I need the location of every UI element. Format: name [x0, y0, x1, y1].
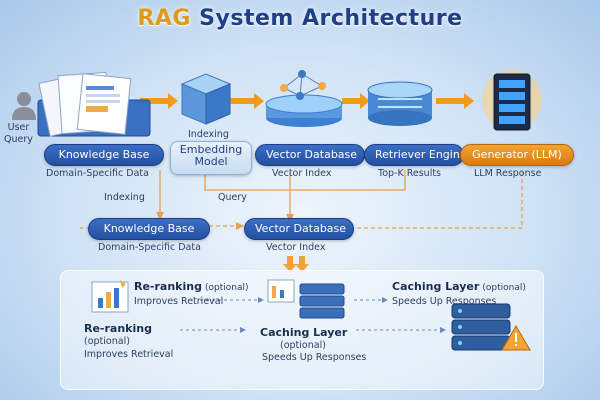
caching-sub: Speeds Up Responses	[392, 296, 497, 307]
down-arrows	[283, 256, 309, 272]
query-connector	[204, 170, 406, 191]
arrow-retriever-to-llm	[436, 93, 474, 109]
caching-title: Caching Layer	[392, 280, 480, 293]
knowledge-base-node: Knowledge Base	[44, 144, 164, 166]
user-query-label: User Query	[4, 122, 33, 145]
middle-query-label: Query	[218, 192, 247, 203]
reranking-sub: Improves Retrieval	[134, 296, 224, 307]
reranking-title-row: Re-ranking (optional)	[134, 280, 249, 293]
caching2-optional: (optional)	[280, 340, 326, 351]
embedding-model-node: Embedding Model	[170, 141, 252, 175]
middle-knowledge-base-node: Knowledge Base	[88, 218, 210, 240]
bottom-arrowheads	[240, 297, 446, 333]
generator-llm-sub: LLM Response	[474, 168, 542, 179]
middle-indexing-label: Indexing	[104, 192, 145, 203]
arrow-kb-to-embed	[140, 93, 178, 109]
arrow-embed-to-vdb	[226, 93, 264, 109]
caching-title-row: Caching Layer (optional)	[392, 280, 526, 293]
reranking-chart-icon	[91, 280, 129, 313]
vector-database-icon	[265, 70, 343, 127]
reranking2-sub: Improves Retrieval	[84, 349, 174, 360]
retriever-engine-icon	[367, 81, 433, 126]
caching2-title: Caching Layer	[260, 326, 348, 339]
llm-return-connector	[352, 172, 523, 229]
documents-icon	[37, 71, 151, 137]
top-indexing-label: Indexing	[188, 129, 229, 140]
bottom-dashed-arrows	[180, 299, 440, 331]
user-icon	[12, 92, 36, 120]
caching-stack-icon	[267, 279, 345, 319]
top-arrows	[140, 93, 474, 109]
middle-knowledge-base-sub: Domain-Specific Data	[98, 242, 201, 253]
reranking2-optional: (optional)	[84, 336, 130, 347]
diagram-title: RAG System Architecture	[0, 6, 600, 31]
generator-llm-node: Generator (LLM)	[460, 144, 574, 166]
reranking-optional: (optional)	[205, 283, 249, 293]
server-warning-icon	[451, 303, 531, 351]
retriever-engine-sub: Top-K Results	[378, 168, 442, 179]
llm-server-icon	[482, 70, 542, 131]
title-accent: RAG	[137, 6, 191, 31]
reranking-title: Re-ranking	[134, 280, 202, 293]
embedding-cube-icon	[180, 73, 232, 125]
middle-vector-database-sub: Vector Index	[266, 242, 326, 253]
caching2-sub: Speeds Up Responses	[262, 352, 367, 363]
knowledge-base-sub: Domain-Specific Data	[46, 168, 149, 179]
middle-vector-database-node: Vector Database	[244, 218, 354, 240]
reranking2-title: Re-ranking	[84, 322, 152, 335]
vector-database-sub: Vector Index	[272, 168, 332, 179]
arrow-vdb-to-retriever	[342, 93, 370, 109]
title-rest: System Architecture	[191, 6, 463, 31]
caching-optional: (optional)	[482, 283, 526, 293]
retriever-engine-node: Retriever Engine	[364, 144, 467, 166]
vector-database-node: Vector Database	[255, 144, 365, 166]
